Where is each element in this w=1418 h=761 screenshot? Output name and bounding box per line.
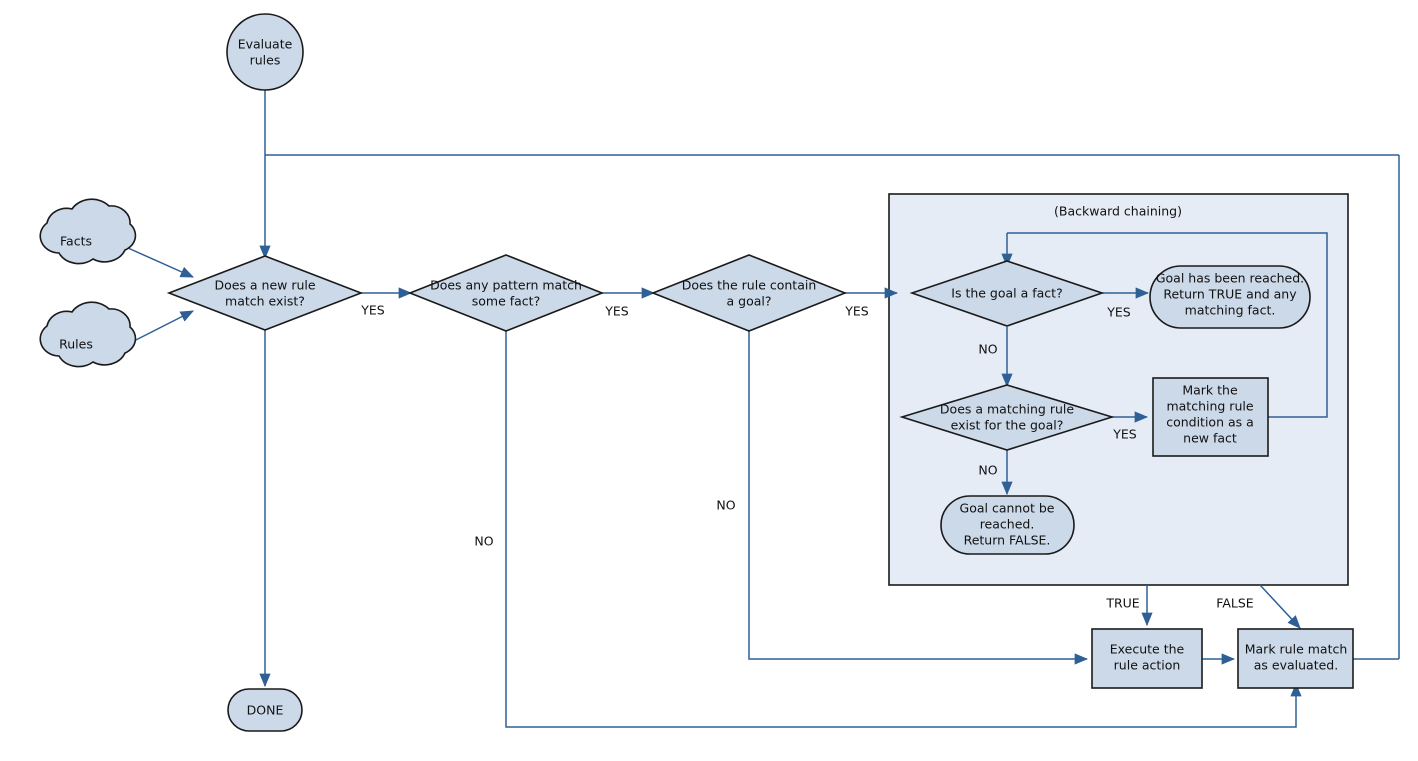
mark-evaluated-line2: as evaluated. bbox=[1254, 658, 1338, 673]
matching-rule-diamond[interactable] bbox=[899, 384, 1115, 451]
goal-reached-terminator[interactable] bbox=[1149, 265, 1311, 329]
node-does-any-pattern-match[interactable]: Does any pattern match some fact? bbox=[407, 254, 605, 332]
node-mark-condition-new-fact[interactable]: Mark the matching rule condition as a ne… bbox=[1152, 377, 1269, 457]
label-true-branch: TRUE bbox=[1105, 596, 1139, 611]
mark-condition-line2: matching rule bbox=[1166, 399, 1253, 414]
node-is-goal-a-fact[interactable]: Is the goal a fact? bbox=[909, 260, 1105, 327]
rules-cloud-shape[interactable] bbox=[39, 301, 137, 368]
execute-action-line1: Execute the bbox=[1110, 642, 1185, 657]
node-does-new-rule-match-exist[interactable]: Does a new rule match exist? bbox=[166, 255, 364, 331]
mark-evaluated-line1: Mark rule match bbox=[1245, 642, 1348, 657]
label-no-goal: NO bbox=[716, 498, 735, 513]
goal-not-reached-line1: Goal cannot be bbox=[960, 501, 1055, 516]
node-done[interactable]: DONE bbox=[227, 688, 303, 732]
goal-reached-line1: Goal has been reached. bbox=[1156, 271, 1304, 286]
node-goal-reached[interactable]: Goal has been reached. Return TRUE and a… bbox=[1149, 265, 1311, 329]
edge-contains-goal-no-to-execute bbox=[748, 331, 1089, 665]
label-yes-goal: YES bbox=[844, 304, 869, 319]
edge-false-to-mark-evaluated bbox=[1259, 584, 1301, 629]
matching-rule-label-line1: Does a matching rule bbox=[940, 402, 1074, 417]
mark-condition-line3: condition as a bbox=[1166, 415, 1254, 430]
node-execute-rule-action[interactable]: Execute the rule action bbox=[1091, 628, 1203, 689]
pattern-match-diamond[interactable] bbox=[407, 254, 605, 332]
pattern-match-label-line1: Does any pattern match bbox=[430, 278, 582, 293]
goal-not-reached-line2: reached. bbox=[980, 517, 1035, 532]
rules-label: Rules bbox=[59, 337, 93, 352]
label-no-goal-fact: NO bbox=[978, 342, 997, 357]
evaluate-rules-label-line1: Evaluate bbox=[238, 37, 293, 52]
mark-condition-line4: new fact bbox=[1183, 431, 1237, 446]
goal-is-fact-label: Is the goal a fact? bbox=[951, 286, 1062, 301]
new-rule-match-label-line2: match exist? bbox=[225, 294, 305, 309]
pattern-match-label-line2: some fact? bbox=[472, 294, 540, 309]
new-rule-match-label-line1: Does a new rule bbox=[214, 278, 315, 293]
facts-cloud-shape[interactable] bbox=[39, 198, 137, 265]
edge-mark-condition-loopback bbox=[1007, 232, 1328, 418]
edge-pattern-no-to-mark-evaluated bbox=[505, 331, 1302, 728]
evaluate-rules-label-line2: rules bbox=[250, 53, 281, 68]
node-facts[interactable]: Facts bbox=[39, 198, 137, 265]
node-mark-rule-match-evaluated[interactable]: Mark rule match as evaluated. bbox=[1237, 628, 1354, 689]
label-no-matching-rule: NO bbox=[978, 463, 997, 478]
mark-condition-box[interactable] bbox=[1152, 377, 1269, 457]
backward-chaining-label: (Backward chaining) bbox=[1054, 204, 1182, 219]
goal-not-reached-terminator[interactable] bbox=[940, 495, 1075, 555]
edge-facts-to-new-rule bbox=[127, 247, 195, 278]
goal-reached-line2: Return TRUE and any bbox=[1163, 287, 1297, 302]
node-rules[interactable]: Rules bbox=[39, 301, 137, 368]
goal-not-reached-line3: Return FALSE. bbox=[964, 533, 1051, 548]
mark-condition-line1: Mark the bbox=[1182, 383, 1238, 398]
contains-goal-label-line2: a goal? bbox=[727, 294, 772, 309]
node-does-rule-contain-goal[interactable]: Does the rule contain a goal? bbox=[650, 254, 848, 332]
matching-rule-label-line2: exist for the goal? bbox=[951, 418, 1064, 433]
label-yes-new-rule: YES bbox=[360, 303, 385, 318]
evaluate-rules-circle[interactable] bbox=[226, 13, 304, 91]
goal-is-fact-diamond[interactable] bbox=[909, 260, 1105, 327]
mark-evaluated-box[interactable] bbox=[1237, 628, 1354, 689]
node-matching-rule-for-goal[interactable]: Does a matching rule exist for the goal? bbox=[899, 384, 1115, 451]
label-no-pattern: NO bbox=[474, 534, 493, 549]
edge-labels: YES NO YES YES NO YES NO YES NO TRUE FAL… bbox=[360, 303, 1254, 611]
label-false-branch: FALSE bbox=[1216, 596, 1253, 611]
label-yes-pattern: YES bbox=[604, 304, 629, 319]
label-yes-matching-rule: YES bbox=[1112, 427, 1137, 442]
execute-action-box[interactable] bbox=[1091, 628, 1203, 689]
edge-rules-to-new-rule bbox=[127, 310, 195, 345]
contains-goal-label-line1: Does the rule contain bbox=[682, 278, 817, 293]
contains-goal-diamond[interactable] bbox=[650, 254, 848, 332]
goal-reached-line3: matching fact. bbox=[1185, 303, 1276, 318]
connectors bbox=[127, 90, 1400, 728]
new-rule-match-diamond[interactable] bbox=[166, 255, 364, 331]
node-evaluate-rules[interactable]: Evaluate rules bbox=[226, 13, 304, 91]
label-yes-goal-fact: YES bbox=[1106, 305, 1131, 320]
node-goal-not-reached[interactable]: Goal cannot be reached. Return FALSE. bbox=[940, 495, 1075, 555]
done-terminator[interactable] bbox=[227, 688, 303, 732]
execute-action-line2: rule action bbox=[1114, 658, 1181, 673]
facts-label: Facts bbox=[60, 234, 92, 249]
done-label: DONE bbox=[247, 703, 284, 718]
